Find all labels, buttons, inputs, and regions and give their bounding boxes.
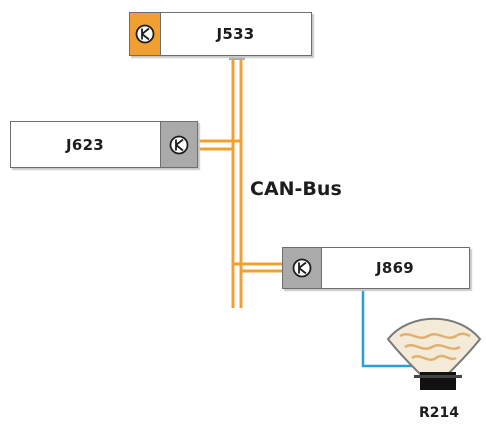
j533-connector <box>229 54 245 60</box>
transistor-icon <box>292 258 312 278</box>
j623-icon-box <box>160 122 197 167</box>
j623-label: J623 <box>65 135 105 154</box>
j623-branch <box>198 139 241 151</box>
r214-label: R214 <box>419 405 460 421</box>
sensor-wire <box>361 288 412 368</box>
can-bus-label: CAN-Bus <box>250 178 342 200</box>
j533-label: J533 <box>216 25 255 43</box>
module-j533[interactable]: J533 <box>129 12 312 56</box>
j869-branch <box>233 262 282 273</box>
knock-sensor-icon <box>386 317 482 390</box>
j869-icon-box <box>283 248 322 288</box>
transistor-icon <box>169 135 189 154</box>
module-j869[interactable]: J869 <box>282 247 470 289</box>
j533-icon-box <box>130 13 161 55</box>
j869-label: J869 <box>375 259 415 277</box>
transistor-icon <box>135 24 155 44</box>
module-j623[interactable]: J623 <box>10 121 198 168</box>
can-bus-trunk <box>231 58 243 308</box>
